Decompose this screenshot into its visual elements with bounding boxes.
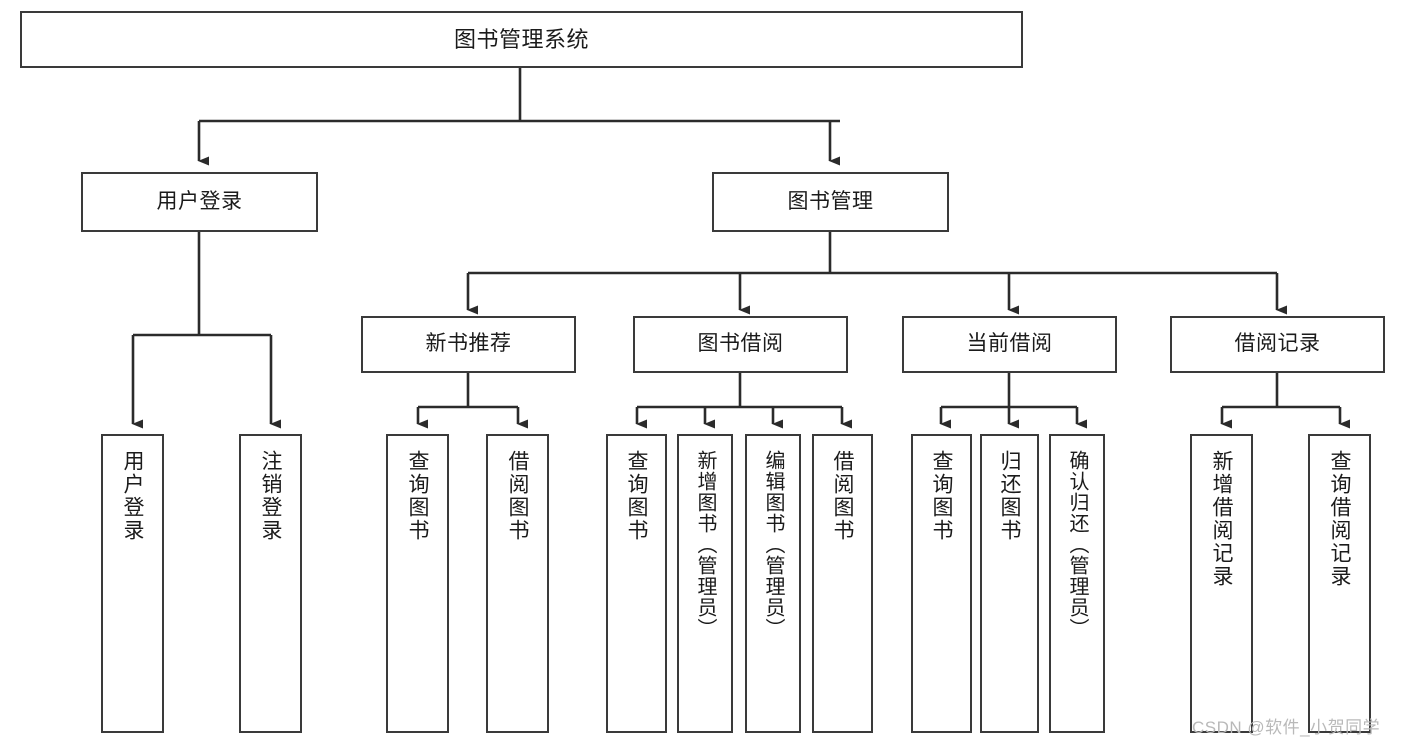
node-book-management-label: 图书管理: [787, 189, 874, 213]
node-leaf-recommend-borrow-book[interactable]: 借阅图书: [486, 434, 549, 733]
node-leaf-record-query[interactable]: 查询借阅记录: [1308, 434, 1371, 733]
node-leaf-user-login[interactable]: 用户登录: [101, 434, 164, 733]
node-leaf-borrow-edit-book[interactable]: 编辑图书（管理员）: [745, 434, 801, 733]
node-leaf-record-query-label: 查询借阅记录: [1328, 450, 1351, 588]
node-leaf-record-add[interactable]: 新增借阅记录: [1190, 434, 1253, 733]
node-user-login[interactable]: 用户登录: [81, 172, 318, 232]
node-leaf-borrow-query-book[interactable]: 查询图书: [606, 434, 667, 733]
node-leaf-recommend-borrow-book-label: 借阅图书: [506, 450, 529, 542]
node-book-borrow-label: 图书借阅: [697, 332, 784, 356]
node-borrow-record-label: 借阅记录: [1234, 332, 1321, 356]
node-leaf-borrow-lend-book-label: 借阅图书: [831, 450, 854, 542]
node-leaf-recommend-query-book[interactable]: 查询图书: [386, 434, 449, 733]
node-leaf-borrow-add-book[interactable]: 新增图书（管理员）: [677, 434, 733, 733]
node-leaf-current-query-book-label: 查询图书: [930, 450, 953, 542]
node-current-borrow-label: 当前借阅: [966, 332, 1053, 356]
node-leaf-logout[interactable]: 注销登录: [239, 434, 302, 733]
node-leaf-current-return-book[interactable]: 归还图书: [980, 434, 1039, 733]
node-user-login-label: 用户登录: [156, 189, 243, 213]
node-leaf-logout-label: 注销登录: [259, 450, 282, 542]
node-leaf-borrow-query-book-label: 查询图书: [625, 450, 648, 542]
node-book-management[interactable]: 图书管理: [712, 172, 949, 232]
node-leaf-borrow-lend-book[interactable]: 借阅图书: [812, 434, 873, 733]
watermark-text: CSDN @软件_小贺同学: [1192, 718, 1381, 737]
node-root-system[interactable]: 图书管理系统: [20, 11, 1023, 68]
node-book-borrow[interactable]: 图书借阅: [633, 316, 848, 373]
node-leaf-borrow-add-book-label: 新增图书（管理员）: [694, 450, 716, 639]
node-leaf-current-confirm-return-label: 确认归还（管理员）: [1066, 450, 1088, 639]
node-leaf-current-confirm-return[interactable]: 确认归还（管理员）: [1049, 434, 1105, 733]
node-leaf-recommend-query-book-label: 查询图书: [406, 450, 429, 542]
node-leaf-current-query-book[interactable]: 查询图书: [911, 434, 972, 733]
node-new-book-recommend-label: 新书推荐: [425, 332, 512, 356]
node-leaf-record-add-label: 新增借阅记录: [1210, 450, 1233, 588]
node-leaf-user-login-label: 用户登录: [121, 450, 144, 542]
node-leaf-current-return-book-label: 归还图书: [998, 450, 1021, 542]
node-current-borrow[interactable]: 当前借阅: [902, 316, 1117, 373]
node-borrow-record[interactable]: 借阅记录: [1170, 316, 1385, 373]
node-root-system-label: 图书管理系统: [453, 26, 589, 52]
node-new-book-recommend[interactable]: 新书推荐: [361, 316, 576, 373]
node-leaf-borrow-edit-book-label: 编辑图书（管理员）: [762, 450, 784, 639]
